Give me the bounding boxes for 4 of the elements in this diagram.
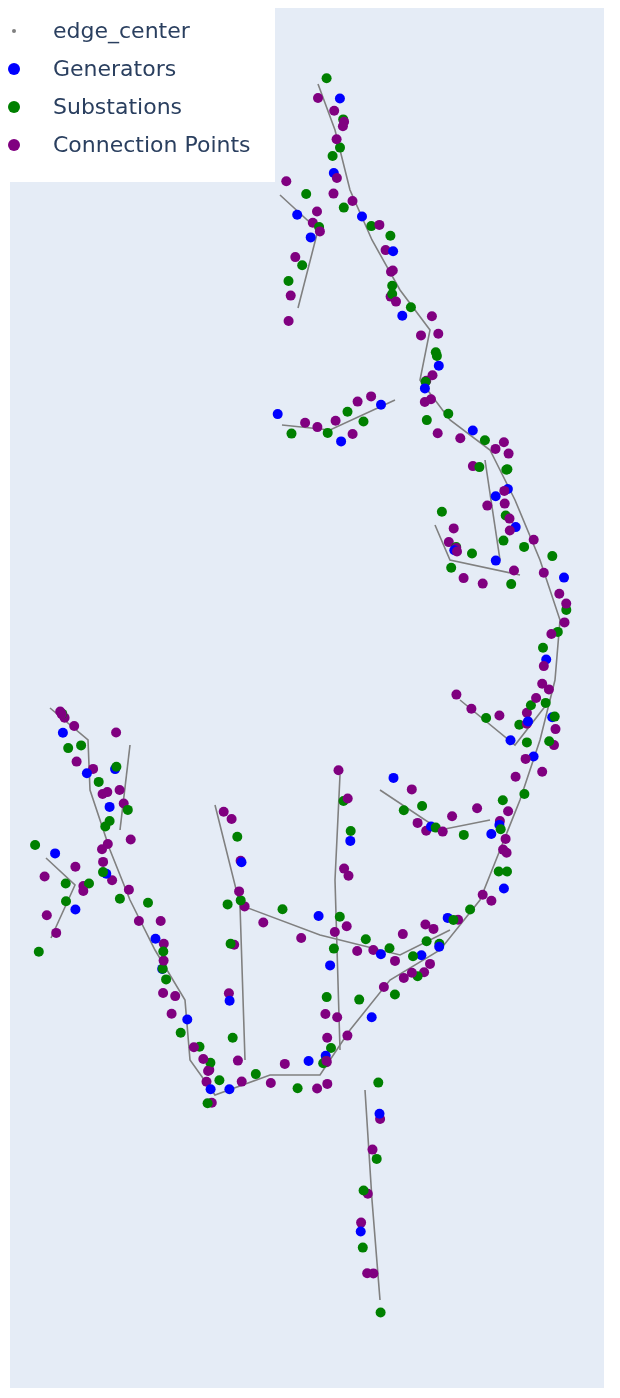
legend-label: Substations [53,94,183,119]
legend-label: edge_center [53,18,190,43]
legend-label: Connection Points [53,132,251,157]
legend-label: Generators [53,56,177,81]
